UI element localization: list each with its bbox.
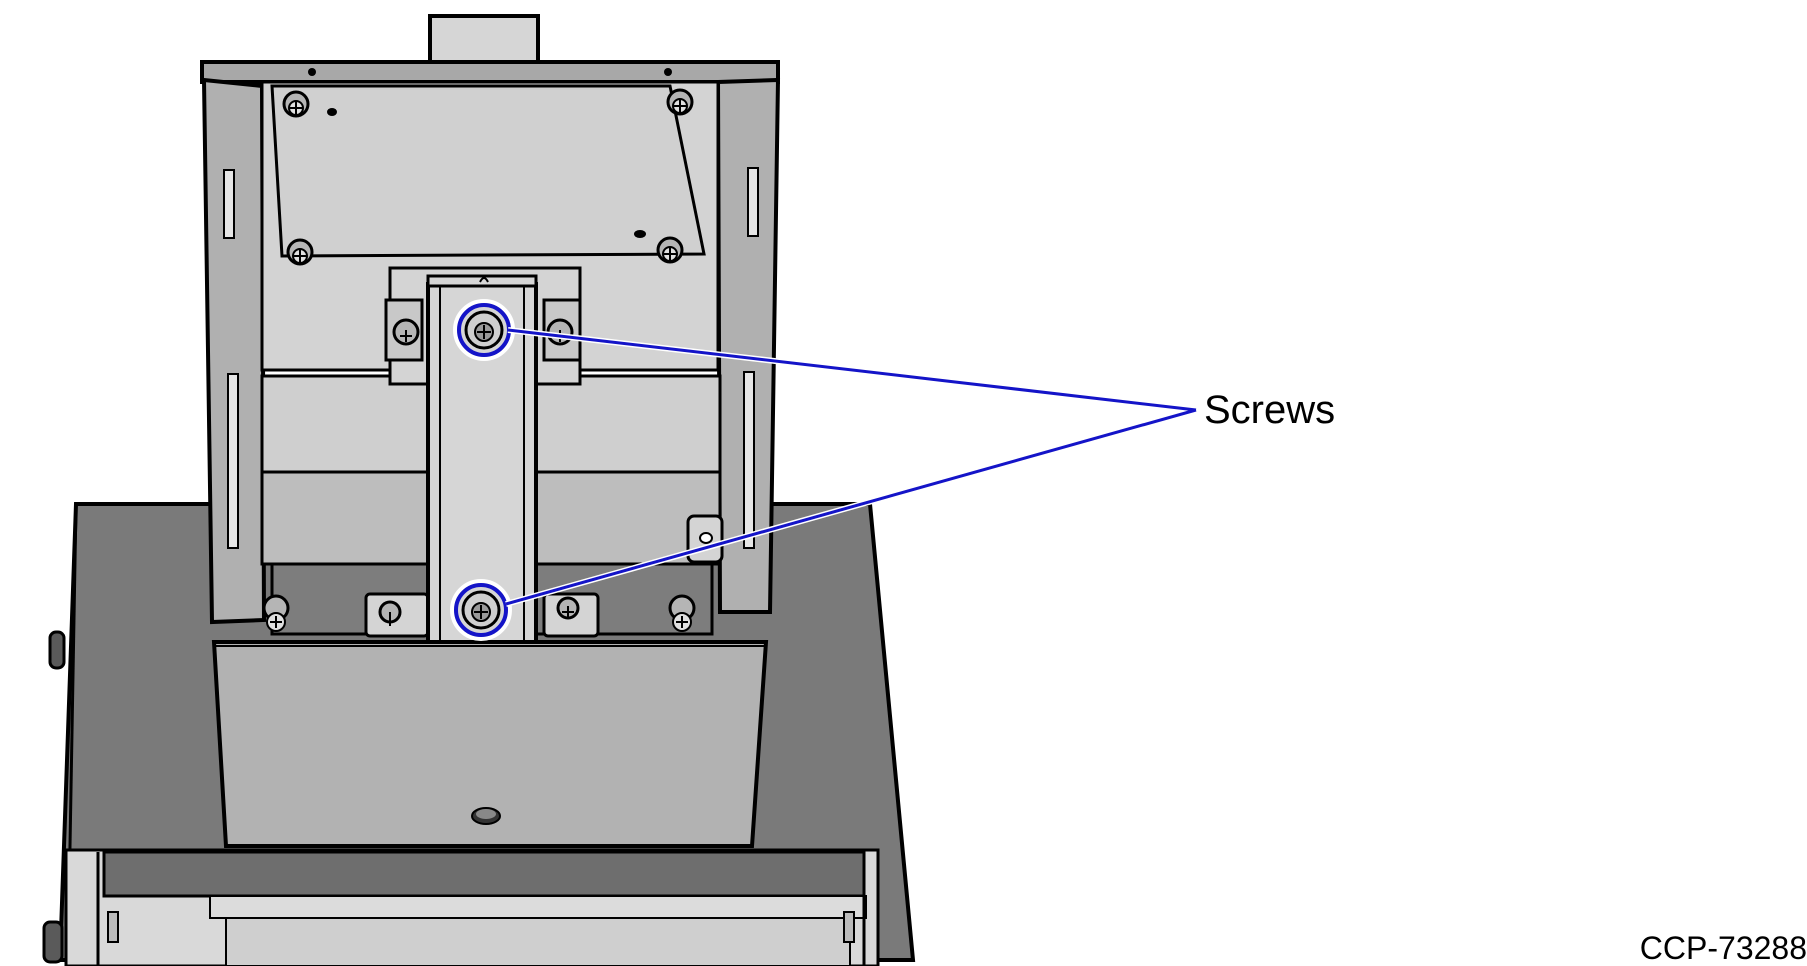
top-post [428, 14, 540, 68]
front-tray [211, 640, 769, 848]
plate-screw-top-left [282, 90, 310, 118]
lower-frame [64, 848, 880, 966]
callout-leader-lines [505, 327, 1197, 607]
plate-screws [282, 68, 694, 266]
right-rail-slot-upper [747, 167, 759, 237]
left-rail-slot-upper [223, 169, 235, 239]
bracket-screw-right [546, 318, 574, 346]
plate-screw-top-right [666, 88, 694, 116]
highlighted-screw-bottom [450, 579, 512, 641]
leader-line-bottom [505, 408, 1197, 606]
right-rail-slot-lower [743, 371, 755, 549]
figure-id: CCP-73288 [1639, 930, 1807, 966]
outer-frame [200, 60, 781, 625]
left-knob-top [48, 630, 66, 670]
frame-screw-right [668, 594, 696, 632]
callout-label-screws: Screws [1204, 388, 1336, 432]
left-knob-bottom [42, 920, 64, 964]
plate-hole-top [327, 108, 337, 116]
tab-screw-left [378, 600, 402, 626]
tab-screw-right [556, 596, 580, 620]
leader-line-top [507, 328, 1197, 412]
bracket-screw-left [392, 318, 420, 346]
left-rail-slot-lower [227, 373, 239, 549]
back-panel [260, 80, 720, 372]
plate-screw-bottom-right [656, 236, 684, 264]
frame-screw-left [262, 594, 290, 632]
plate-screw-bottom-left [286, 238, 314, 266]
plate-hole-bottom [634, 230, 646, 238]
